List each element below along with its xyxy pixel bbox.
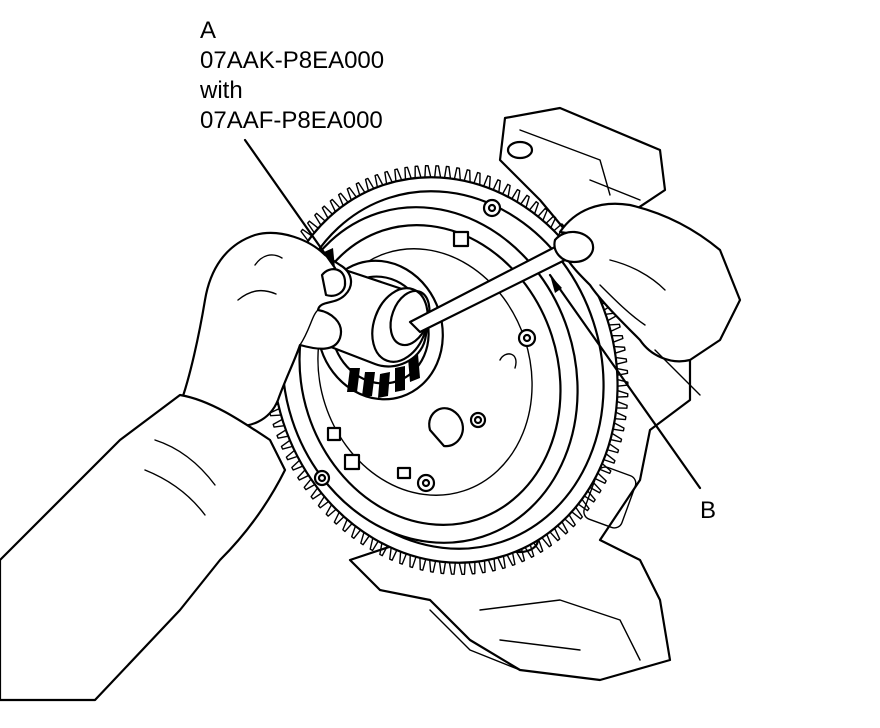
gear-tooth <box>524 544 535 558</box>
gear-tooth <box>414 165 422 179</box>
gear-tooth <box>369 537 379 552</box>
callout-a-adapter-number: 07AAF-P8EA000 <box>200 107 383 134</box>
gear-tooth <box>424 164 432 179</box>
gear-tooth <box>342 518 353 533</box>
gear-tooth <box>545 215 557 229</box>
gear-tooth <box>364 177 375 192</box>
gear-tooth <box>615 356 628 365</box>
gear-tooth <box>492 179 501 194</box>
gear-tooth <box>577 498 590 512</box>
left-hand <box>0 231 353 702</box>
gear-tooth <box>611 334 624 343</box>
gear-tooth <box>609 432 623 443</box>
gear-tooth <box>501 183 511 198</box>
gear-tooth <box>269 407 282 417</box>
gear-tooth <box>272 418 286 428</box>
gear-tooth <box>506 552 516 567</box>
gear-tooth <box>337 192 349 207</box>
gear-tooth <box>616 389 629 398</box>
callout-a-leader <box>243 138 337 270</box>
gear-tooth <box>606 442 620 454</box>
gear-tooth <box>594 472 607 484</box>
gear-tooth <box>458 561 466 576</box>
gear-tooth <box>404 166 412 181</box>
callout-b-leader <box>548 273 702 490</box>
gear-tooth <box>291 459 304 471</box>
gear-tooth <box>497 555 506 570</box>
gear-tooth <box>374 173 384 188</box>
gear-tooth <box>598 462 612 475</box>
gear-tooth <box>329 198 341 213</box>
gear-tooth <box>614 411 627 421</box>
gear-tooth <box>394 168 403 183</box>
gear-tooth <box>473 171 481 186</box>
gear-tooth <box>317 495 330 509</box>
gear-tooth <box>360 531 370 546</box>
gear-tooth <box>384 170 393 185</box>
gear-tooth <box>333 511 345 525</box>
gear-tooth <box>346 187 358 201</box>
gear-tooth <box>419 557 427 571</box>
gear-tooth <box>616 367 629 376</box>
gear-tooth <box>314 212 326 226</box>
gear-tooth <box>589 481 602 494</box>
gear-tooth <box>389 546 398 561</box>
gear-tooth <box>511 188 521 203</box>
gear-tooth <box>515 548 526 563</box>
plate-windows <box>326 230 470 480</box>
gear-tooth <box>321 205 334 219</box>
gear-tooth <box>528 200 540 215</box>
callout-a-tool-number: 07AAK-P8EA000 <box>200 47 384 74</box>
gear-tooth <box>541 533 553 548</box>
callout-b-letter: B <box>700 497 716 524</box>
gear-tooth <box>564 514 576 528</box>
gear-tooth <box>429 559 437 573</box>
mounting-bolts <box>313 198 537 493</box>
callout-a-connector: with <box>199 77 243 104</box>
gear-tooth <box>448 561 456 575</box>
gear-tooth <box>612 422 625 432</box>
gear-tooth <box>532 539 544 553</box>
gear-tooth <box>355 182 366 196</box>
gear-tooth <box>482 175 491 190</box>
gear-tooth <box>399 550 408 565</box>
gear-tooth <box>350 525 362 540</box>
gear-tooth <box>280 439 294 450</box>
gear-tooth <box>615 400 628 409</box>
gear-tooth <box>325 503 337 517</box>
gear-tooth <box>478 559 486 574</box>
gear-tooth <box>434 165 442 179</box>
gear-tooth <box>379 542 389 557</box>
callout-a-letter: A <box>200 17 216 44</box>
gear-tooth <box>549 527 561 542</box>
gear-tooth <box>616 378 629 387</box>
gear-tooth <box>537 207 548 222</box>
gear-tooth <box>276 429 289 439</box>
gear-tooth <box>603 453 616 464</box>
gear-tooth <box>453 167 461 181</box>
gear-tooth <box>306 220 319 234</box>
gear-tooth <box>556 521 569 535</box>
gear-tooth <box>303 478 316 491</box>
gear-tooth <box>487 557 496 572</box>
gear-tooth <box>608 323 621 333</box>
right-hand <box>553 202 742 396</box>
gear-tooth <box>463 169 471 183</box>
gear-tooth <box>438 560 447 575</box>
gear-tooth <box>468 561 476 575</box>
gear-tooth <box>443 165 452 180</box>
gear-tooth <box>409 554 417 569</box>
gear-tooth <box>310 487 323 500</box>
gear-tooth <box>297 469 310 481</box>
gear-tooth <box>613 345 626 354</box>
gear-tooth <box>571 506 584 520</box>
gear-tooth <box>285 449 299 461</box>
gear-tooth <box>583 490 596 503</box>
gear-tooth <box>300 228 313 242</box>
gear-tooth <box>520 194 530 209</box>
